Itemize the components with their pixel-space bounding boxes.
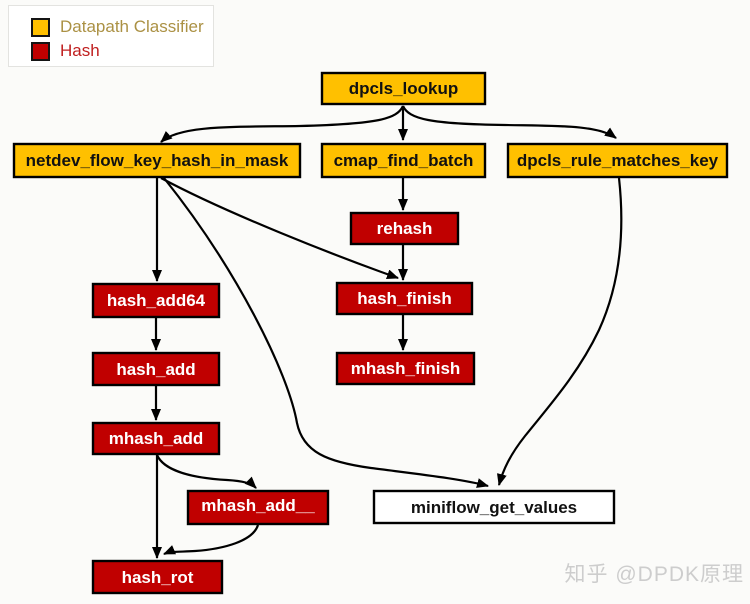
node-hash_add: hash_add [91, 351, 221, 387]
edge-netdev_flow_key_hash_in_mask-hash_finish [160, 177, 399, 280]
node-label: hash_rot [122, 568, 194, 587]
legend-label: Datapath Classifier [60, 17, 204, 36]
node-box [349, 211, 460, 246]
node-box [91, 282, 221, 319]
node-box [335, 281, 474, 316]
node-label: hash_finish [357, 289, 451, 308]
node-box [335, 351, 476, 386]
edge-dpcls_lookup-netdev_flow_key_hash_in_mask [160, 105, 404, 143]
node-label: miniflow_get_values [411, 498, 577, 517]
node-box [320, 71, 487, 106]
node-mhash_finish: mhash_finish [335, 351, 476, 386]
node-hash_add64: hash_add64 [91, 282, 221, 319]
edge-netdev_flow_key_hash_in_mask-miniflow_get_values [163, 177, 489, 488]
node-box [91, 351, 221, 387]
node-hash_rot: hash_rot [91, 559, 224, 595]
node-label: dpcls_rule_matches_key [517, 151, 719, 170]
node-box [186, 489, 330, 526]
node-rehash: rehash [349, 211, 460, 246]
node-label: hash_add [116, 360, 195, 379]
node-label: netdev_flow_key_hash_in_mask [26, 151, 289, 170]
edge-dpcls_lookup-dpcls_rule_matches_key [402, 105, 617, 139]
edges [151, 105, 623, 559]
edge-mhash_add-mhash_add__ [155, 454, 257, 489]
node-box [506, 142, 729, 179]
node-label: cmap_find_batch [334, 151, 474, 170]
edge-dpcls_rule_matches_key-miniflow_get_values [497, 177, 623, 486]
legend-item-hash: Hash [31, 39, 213, 63]
node-label: mhash_add__ [201, 496, 315, 515]
legend-item-datapath-classifier: Datapath Classifier [31, 15, 213, 39]
edge-mhash_add__-hash_rot [163, 524, 260, 556]
node-label: rehash [377, 219, 433, 238]
node-box [320, 142, 487, 179]
legend-label: Hash [60, 41, 100, 60]
legend: Datapath Classifier Hash [8, 5, 214, 67]
classifier-swatch-icon [31, 17, 50, 37]
hash-swatch-icon [31, 41, 50, 61]
node-cmap_find_batch: cmap_find_batch [320, 142, 487, 179]
watermark: 知乎 @DPDK原理 [564, 563, 744, 586]
node-miniflow_get_values: miniflow_get_values [372, 489, 616, 525]
node-mhash_add__: mhash_add__ [186, 489, 330, 526]
node-label: dpcls_lookup [349, 79, 459, 98]
node-label: hash_add64 [107, 291, 206, 310]
node-box [91, 421, 221, 456]
node-dpcls_lookup: dpcls_lookup [320, 71, 487, 106]
node-label: mhash_add [109, 429, 203, 448]
node-box [372, 489, 616, 525]
node-label: mhash_finish [351, 359, 461, 378]
node-hash_finish: hash_finish [335, 281, 474, 316]
node-netdev_flow_key_hash_in_mask: netdev_flow_key_hash_in_mask [12, 142, 302, 179]
node-dpcls_rule_matches_key: dpcls_rule_matches_key [506, 142, 729, 179]
node-mhash_add: mhash_add [91, 421, 221, 456]
node-box [12, 142, 302, 179]
nodes: dpcls_lookup netdev_flow_key_hash_in_mas… [12, 71, 729, 595]
node-box [91, 559, 224, 595]
